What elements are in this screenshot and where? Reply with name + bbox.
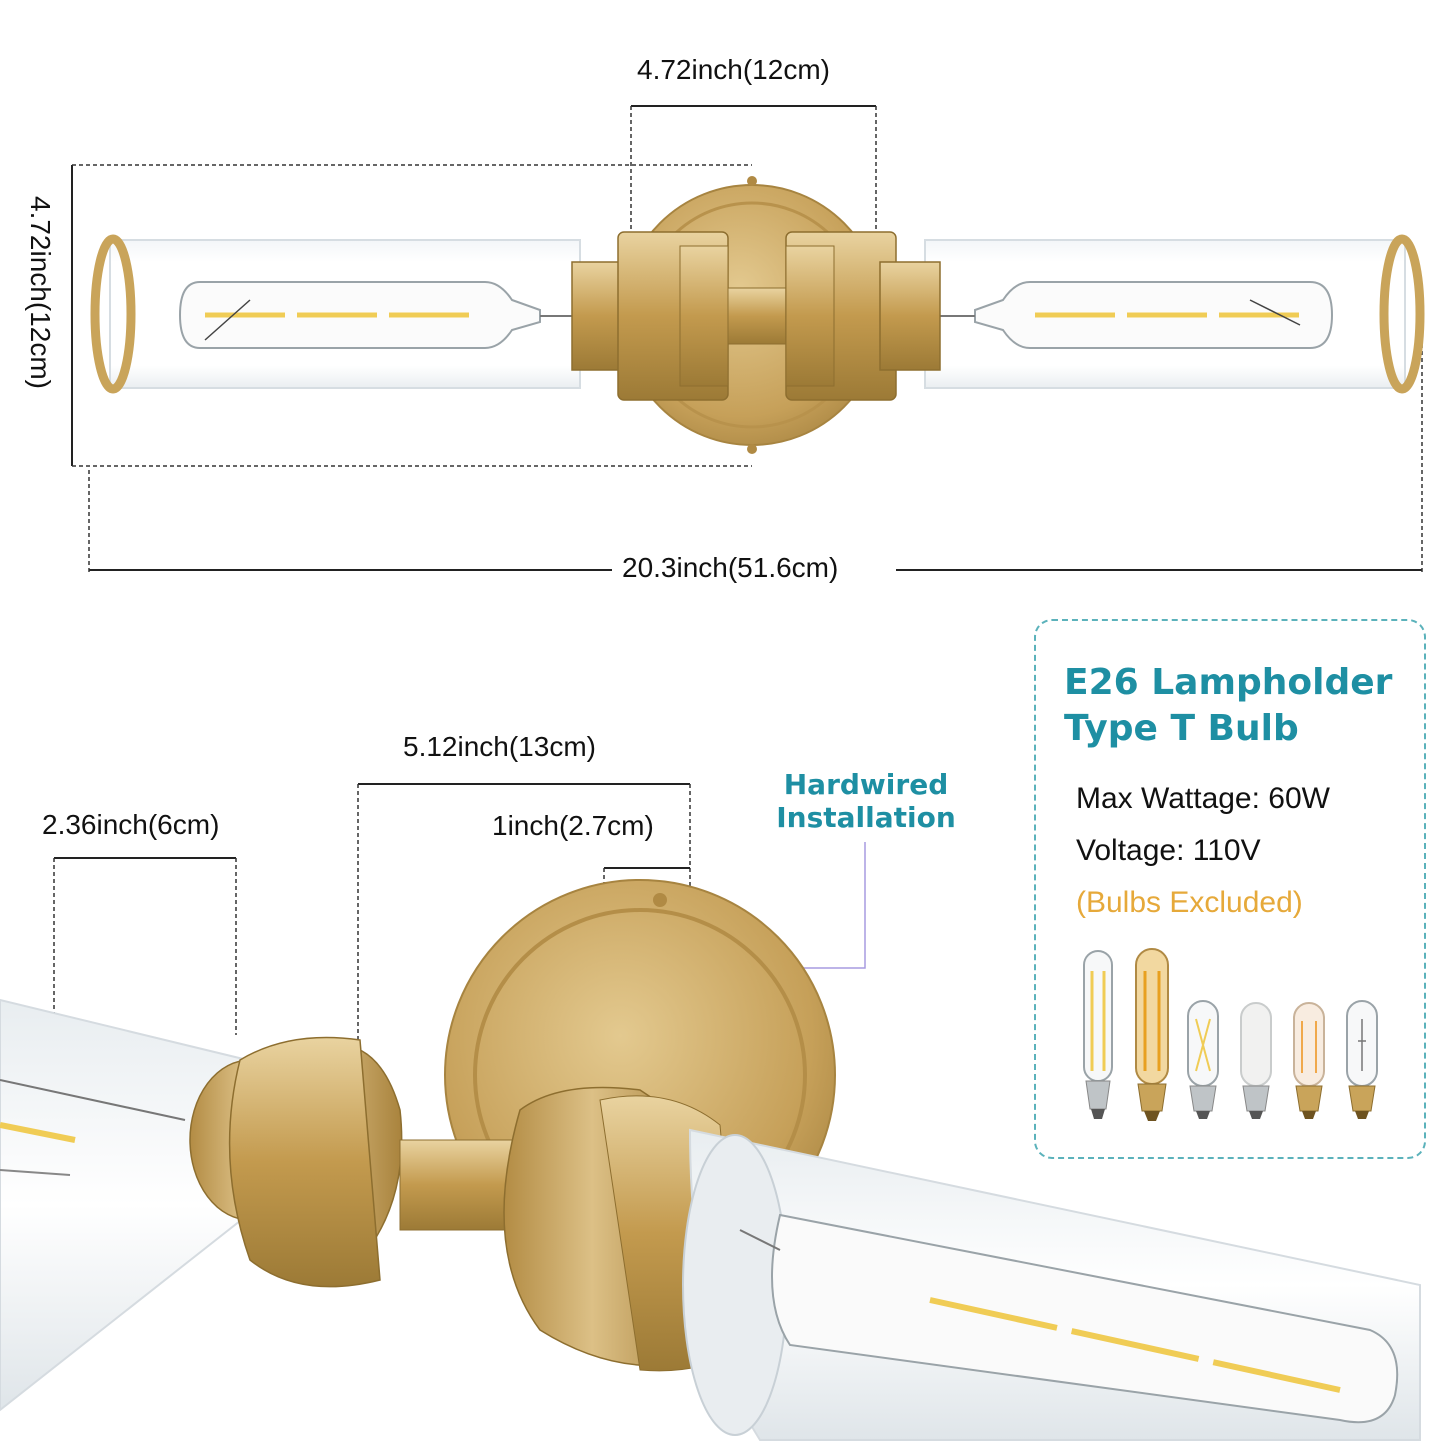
hardwired-line1: Hardwired (783, 768, 949, 801)
t10-filament-bulb-icon (1346, 1000, 1378, 1119)
backplate-depth-label: 1inch(2.7cm) (492, 810, 654, 841)
bulbs-excluded-note: (Bulbs Excluded) (1076, 886, 1303, 919)
extension-label: 5.12inch(13cm) (403, 731, 596, 762)
info-title-line1: E26 Lampholder (1064, 662, 1393, 703)
tube-diameter-label: 2.36inch(6cm) (42, 809, 220, 840)
tube-amber-bulb-icon (1135, 948, 1169, 1121)
tube-clear-bulb-icon (1083, 950, 1113, 1119)
info-title-line2: Type T Bulb (1064, 708, 1299, 749)
bulb-info-panel: E26 Lampholder Type T Bulb Max Wattage: … (1034, 619, 1426, 1159)
hardwired-line2: Installation (776, 801, 956, 834)
max-wattage-text: Max Wattage: 60W (1076, 782, 1330, 815)
top-height-label: 4.72inch(12cm) (25, 196, 56, 389)
total-length-label: 20.3inch(51.6cm) (620, 552, 841, 583)
bulb-types-row (1083, 948, 1378, 1121)
t10-clear-bulb-icon (1187, 1000, 1219, 1119)
t10-frosted-bulb-icon (1240, 1002, 1272, 1119)
t10-warm-bulb-icon (1293, 1002, 1325, 1119)
hardwired-installation-label: Hardwired Installation (760, 768, 972, 834)
top-width-label: 4.72inch(12cm) (637, 54, 830, 85)
voltage-text: Voltage: 110V (1076, 834, 1261, 867)
